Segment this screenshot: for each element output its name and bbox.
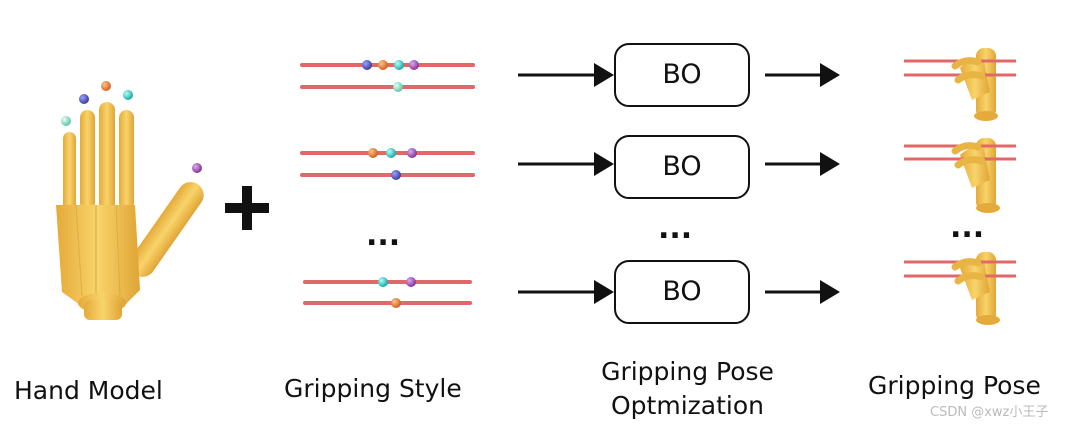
bo-box [614,260,750,324]
caption-hand-model: Hand Model [14,376,163,405]
arrow-right-icon [518,63,614,87]
ellipsis-optimization: ... [658,211,693,246]
bo-label: BO [662,276,702,307]
rod-pair-icon [300,60,475,92]
bo-box [614,43,750,107]
gripping-hand-icon [904,48,1016,121]
arrow-right-icon [518,280,614,304]
caption-gripping-style: Gripping Style [284,374,462,403]
gripping-hand-icon [904,138,1016,213]
plus-icon [225,186,269,230]
arrow-right-icon [765,63,840,87]
gripping-hand-icon [904,252,1016,325]
watermark: CSDN @xwz小王子 [930,405,1049,420]
rod-pair-icon [300,148,475,180]
rod-pair-icon [303,277,472,308]
caption-pose-optimization-line2: Optmization [611,391,764,420]
bo-box [614,135,750,199]
caption-pose-optimization-line1: Gripping Pose [601,357,774,386]
arrow-right-icon [765,280,840,304]
caption-gripping-pose: Gripping Pose [868,371,1041,400]
bo-label: BO [662,59,702,90]
ellipsis-poses: ... [950,210,985,245]
hand-model-icon [56,81,204,320]
ellipsis-styles: ... [366,218,401,253]
arrow-right-icon [765,152,840,176]
arrow-right-icon [518,152,614,176]
bo-label: BO [662,151,702,182]
